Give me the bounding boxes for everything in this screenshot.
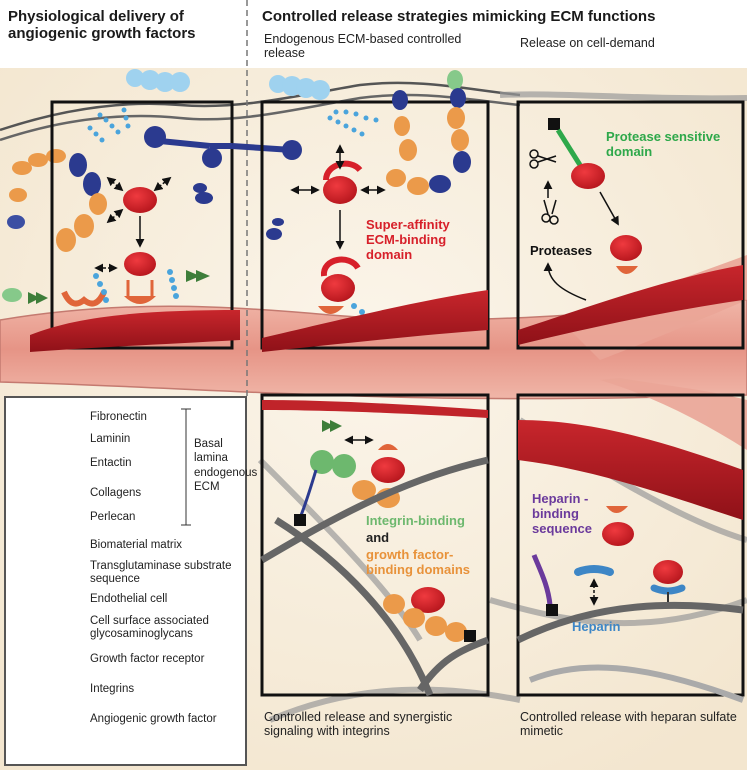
header-heparan-mimetic: Controlled release with heparan sulfate … (520, 710, 737, 739)
legend-item-biomaterial-matrix: Biomaterial matrix (6, 536, 246, 556)
title-strategies: Controlled release strategies mimicking … (262, 8, 656, 25)
legend-item-fibronectin: Fibronectin (6, 408, 246, 428)
legend-label: Entactin (90, 457, 132, 469)
label-gf-binding: growth factor-binding domains (366, 547, 470, 577)
fibronectin-chain-mid (386, 70, 471, 195)
growth-factor-heparin (602, 522, 634, 546)
endothelial-cell-left (30, 310, 240, 352)
legend-label: Biomaterial matrix (90, 539, 183, 551)
receptor-bottom-mid (378, 444, 398, 450)
legend-label: Integrins (90, 683, 135, 695)
receptor-bottom-right (606, 506, 628, 513)
label-heparin: Heparin (572, 619, 621, 634)
growth-factor-super-affinity (323, 176, 357, 204)
legend-label: Perlecan (90, 511, 136, 523)
growth-factor-free (123, 187, 157, 213)
legend-item-receptor: Growth factor receptor (6, 650, 246, 670)
receptor-mid (318, 306, 344, 314)
panel-integrin-synergy (260, 393, 490, 697)
legend-item-growth-factor: Angiogenic growth factor (6, 710, 246, 730)
legend-label: Collagens (90, 487, 142, 499)
label-and: and (366, 530, 390, 545)
receptor-right (616, 266, 638, 274)
box-heparan-mimetic (516, 393, 745, 697)
scissors-icon-2 (541, 199, 559, 225)
integrins-mid (322, 420, 342, 440)
legend-label: Laminin (90, 433, 131, 445)
legend-bracket-label: Basal lamina endogenous ECM (194, 438, 258, 494)
entactin-mid (266, 218, 284, 240)
legend-item-perlecan: Perlecan (6, 508, 246, 528)
growth-factor-bound-mid (321, 274, 355, 302)
legend-item-gag: Cell surface associated glycosaminoglyca… (6, 612, 246, 640)
entactin (193, 183, 213, 204)
legend-item-transglutaminase: Transglutaminase substrate sequence (6, 557, 246, 585)
title-physiological: Physiological delivery of angiogenic gro… (8, 8, 196, 43)
header-integrin-synergy: Controlled release and synergistic signa… (264, 710, 453, 739)
integrins-left (28, 270, 210, 318)
legend-item-laminin: Laminin (6, 430, 246, 450)
header-cell-demand: Release on cell-demand (520, 36, 655, 50)
panel-heparan-mimetic (516, 393, 745, 703)
legend-label: Angiogenic growth factor (90, 713, 217, 725)
laminin-cross (144, 126, 302, 168)
label-integrin-binding: Integrin-binding (366, 513, 465, 528)
legend-label: Endothelial cell (90, 593, 168, 605)
growth-factor-bound (124, 252, 156, 276)
box-physiological (50, 100, 234, 350)
legend-label: Cell surface associated glycosaminoglyca… (90, 615, 209, 640)
legend-label: Growth factor receptor (90, 653, 205, 665)
legend-item-collagens: Collagens (6, 484, 246, 504)
endothelial-cell-mid (262, 290, 488, 352)
legend-item-integrins: Integrins (6, 680, 246, 700)
box-endogenous (260, 100, 490, 350)
box-cell-demand (516, 100, 745, 350)
panel-cell-demand (516, 100, 745, 350)
transglutaminase-site (548, 118, 560, 130)
legend-label: Transglutaminase substrate sequence (90, 560, 232, 585)
receptor-left (124, 280, 156, 304)
heparin-binding-peptide (531, 554, 553, 606)
protease-sensitive-linker (555, 128, 583, 167)
endothelial-cell-right (518, 265, 743, 345)
legend-item-entactin: Entactin (6, 454, 246, 474)
legend-item-endothelial-cell: Endothelial cell (6, 590, 246, 610)
panel-endogenous (260, 70, 490, 352)
legend-bracket (181, 408, 191, 526)
label-protease-domain: Protease sensitive domain (606, 129, 721, 159)
perlecan-top (126, 69, 190, 92)
panel-physiological (2, 69, 302, 352)
growth-factor-on-heparin (653, 560, 683, 584)
laminin-chain (56, 153, 107, 252)
growth-factor-tethered (571, 163, 605, 189)
growth-factor-gf-binding-2 (411, 587, 445, 613)
gag-dots-top (87, 107, 131, 143)
perlecan-mid (269, 75, 330, 100)
label-super-affinity: Super-affinity ECM-binding domain (366, 217, 450, 262)
scissors-icon (529, 149, 557, 169)
growth-factor-gf-binding (371, 457, 405, 483)
endothelial-cell-bottom (518, 420, 743, 520)
growth-factor-released (610, 235, 642, 261)
legend: Fibronectin Laminin Entactin Collagens P… (4, 396, 247, 766)
label-proteases: Proteases (530, 243, 593, 258)
receptor-left-2 (61, 290, 107, 307)
legend-label: Fibronectin (90, 411, 147, 423)
box-integrin-synergy (260, 393, 490, 697)
heparin-free (574, 565, 614, 576)
label-heparin-binding: Heparin - binding sequence (532, 491, 592, 536)
gag-mid (327, 109, 379, 137)
header-endogenous: Endogenous ECM-based controlled release (264, 32, 462, 61)
gag-left (93, 269, 179, 303)
